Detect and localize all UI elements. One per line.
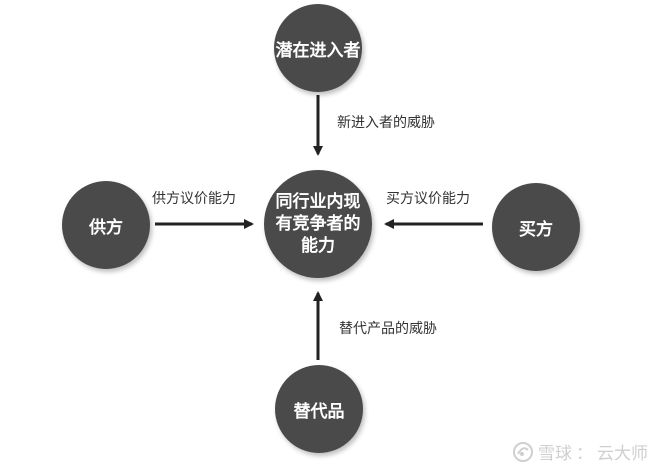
node-buyers-label: 买方 <box>519 219 553 240</box>
watermark-brand: 雪球 <box>538 444 572 464</box>
edge-label-substitutes-threat: 替代产品的威胁 <box>339 321 437 337</box>
watermark-separator: ： <box>576 444 593 464</box>
node-industry-rivalry-label: 同行业内现有竞争者的能力 <box>275 192 361 256</box>
node-industry-rivalry: 同行业内现有竞争者的能力 <box>264 170 372 278</box>
edge-label-new-entrants-threat: 新进入者的威胁 <box>337 115 435 131</box>
node-suppliers-label: 供方 <box>89 217 123 238</box>
watermark: 雪球 ： 云大师 <box>512 439 648 464</box>
node-potential-entrants: 潜在进入者 <box>274 4 362 92</box>
node-suppliers: 供方 <box>62 181 150 269</box>
node-buyers: 买方 <box>492 183 580 271</box>
node-substitutes: 替代品 <box>275 365 363 453</box>
snowball-logo-icon <box>513 441 533 462</box>
edge-label-buyer-power: 买方议价能力 <box>386 191 470 207</box>
watermark-author: 云大师 <box>597 444 648 464</box>
node-substitutes-label: 替代品 <box>293 401 345 422</box>
edge-label-supplier-power: 供方议价能力 <box>152 191 236 207</box>
node-potential-entrants-label: 潜在进入者 <box>275 40 361 61</box>
